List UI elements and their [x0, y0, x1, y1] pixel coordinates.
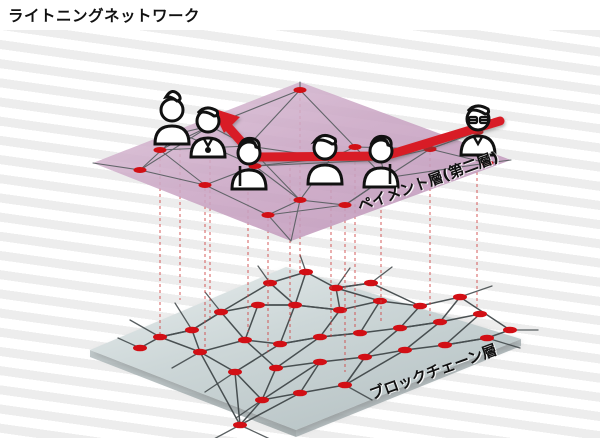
blockchain-plane-side	[90, 350, 296, 437]
person-icon-6	[459, 104, 497, 157]
blockchain-plane	[90, 267, 521, 430]
title-bar	[0, 0, 600, 30]
people-group	[153, 90, 497, 191]
person-icon-5	[362, 134, 400, 189]
person-icon-3	[230, 136, 268, 191]
blockchain-plane-side-right	[296, 339, 521, 437]
blockchain-nodes	[133, 268, 517, 429]
page-title: ライトニングネットワーク	[8, 7, 201, 25]
person-icon-1	[153, 90, 191, 146]
person-icon-2	[189, 106, 227, 159]
blockchain-layer-group	[90, 254, 539, 438]
person-icon-4	[306, 134, 344, 186]
